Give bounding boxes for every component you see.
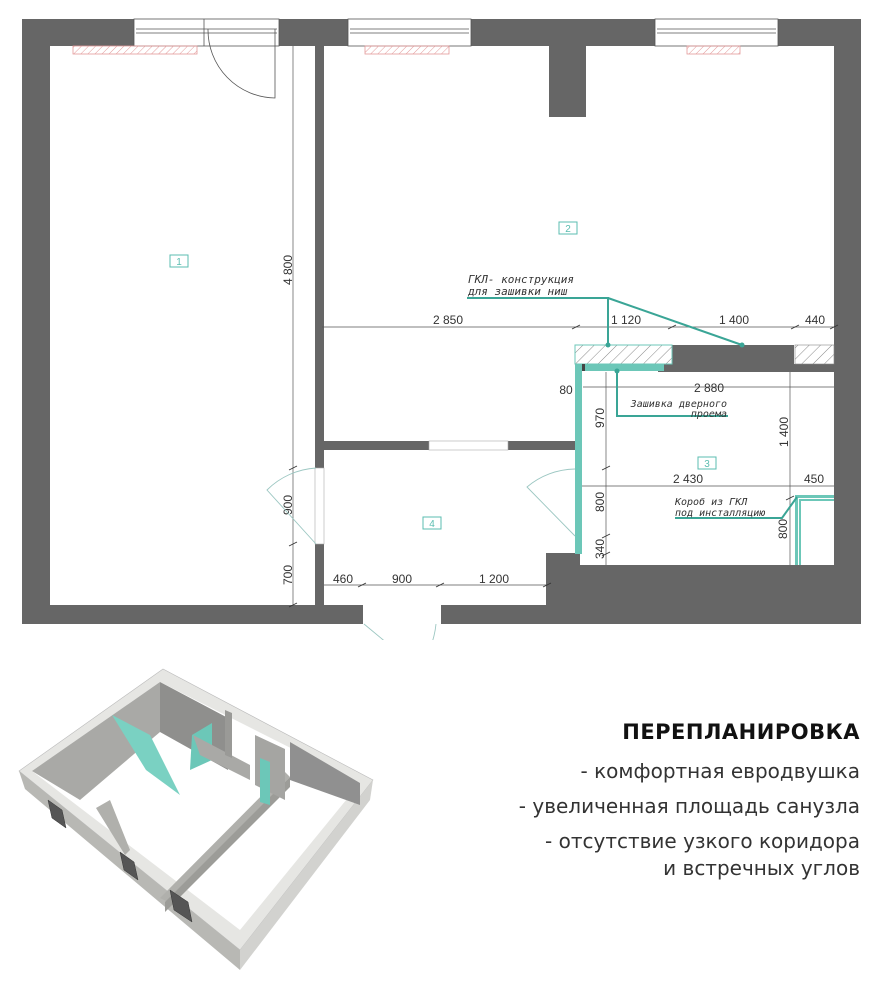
dimension-lines bbox=[292, 46, 834, 605]
new-partitions bbox=[575, 364, 834, 565]
caption-title: ПЕРЕПЛАНИРОВКА bbox=[622, 720, 860, 744]
gkl-niche-left bbox=[574, 344, 673, 365]
room-4-label: 4 bbox=[429, 519, 435, 530]
door-seal-note-line1: Зашивка дверного bbox=[630, 399, 727, 410]
radiators bbox=[72, 45, 741, 55]
room-3-label: 3 bbox=[704, 459, 710, 470]
dim-800-left: 800 bbox=[593, 492, 607, 512]
room-2-label: 2 bbox=[565, 224, 571, 235]
box-note-line1: Короб из ГКЛ bbox=[674, 496, 748, 508]
dim-4800: 4 800 bbox=[281, 255, 295, 285]
dim-1400-top: 1 400 bbox=[719, 313, 749, 327]
dim-2850: 2 850 bbox=[433, 313, 463, 327]
gkl-note-line1: ГКЛ- конструкция bbox=[468, 273, 574, 286]
dim-1400-bath: 1 400 bbox=[777, 417, 791, 447]
dim-800-right: 800 bbox=[776, 519, 790, 539]
door-swing-top bbox=[207, 28, 276, 99]
door-swings bbox=[266, 467, 576, 640]
dim-1120: 1 120 bbox=[611, 313, 641, 327]
isometric-3d-view bbox=[18, 668, 374, 970]
dim-900-door: 900 bbox=[281, 495, 295, 515]
caption-item-continuation: и встречных углов bbox=[663, 856, 860, 880]
room-1-label: 1 bbox=[176, 257, 182, 268]
outer-walls bbox=[22, 19, 861, 624]
interior-walls bbox=[315, 46, 834, 605]
column bbox=[549, 46, 586, 117]
caption-item: - комфортная евродвушка bbox=[580, 759, 861, 783]
dim-340: 340 bbox=[593, 539, 607, 559]
dim-970: 970 bbox=[593, 408, 607, 428]
dimension-ticks bbox=[288, 324, 839, 608]
dim-440: 440 bbox=[805, 313, 825, 327]
dim-2880: 2 880 bbox=[694, 381, 724, 395]
caption-item: - отсутствие узкого коридора bbox=[545, 829, 860, 853]
floor-plan: 4 800 900 700 2 850 1 120 1 400 440 80 2… bbox=[22, 18, 861, 640]
dim-450: 450 bbox=[804, 472, 824, 486]
caption-item: - увеличенная площадь санузла bbox=[518, 794, 860, 818]
dim-1200: 1 200 bbox=[479, 572, 509, 586]
caption: ПЕРЕПЛАНИРОВКА - комфортная евродвушка -… bbox=[420, 720, 860, 890]
door-seal-note-line2: проема bbox=[691, 409, 727, 420]
annotation-leaders bbox=[467, 297, 798, 519]
dim-2430: 2 430 bbox=[673, 472, 703, 486]
room-tags: 1 2 3 4 bbox=[169, 221, 717, 530]
iso-windows bbox=[47, 799, 193, 923]
dim-80: 80 bbox=[559, 383, 573, 397]
box-note-line2: под инсталляцию bbox=[675, 508, 765, 519]
gkl-note-line2: для зашивки ниш bbox=[467, 285, 568, 298]
dim-460: 460 bbox=[333, 572, 353, 586]
windows bbox=[133, 18, 779, 47]
dim-700: 700 bbox=[281, 565, 295, 585]
dim-900-hall: 900 bbox=[392, 572, 412, 586]
gkl-niche-right bbox=[794, 344, 835, 365]
